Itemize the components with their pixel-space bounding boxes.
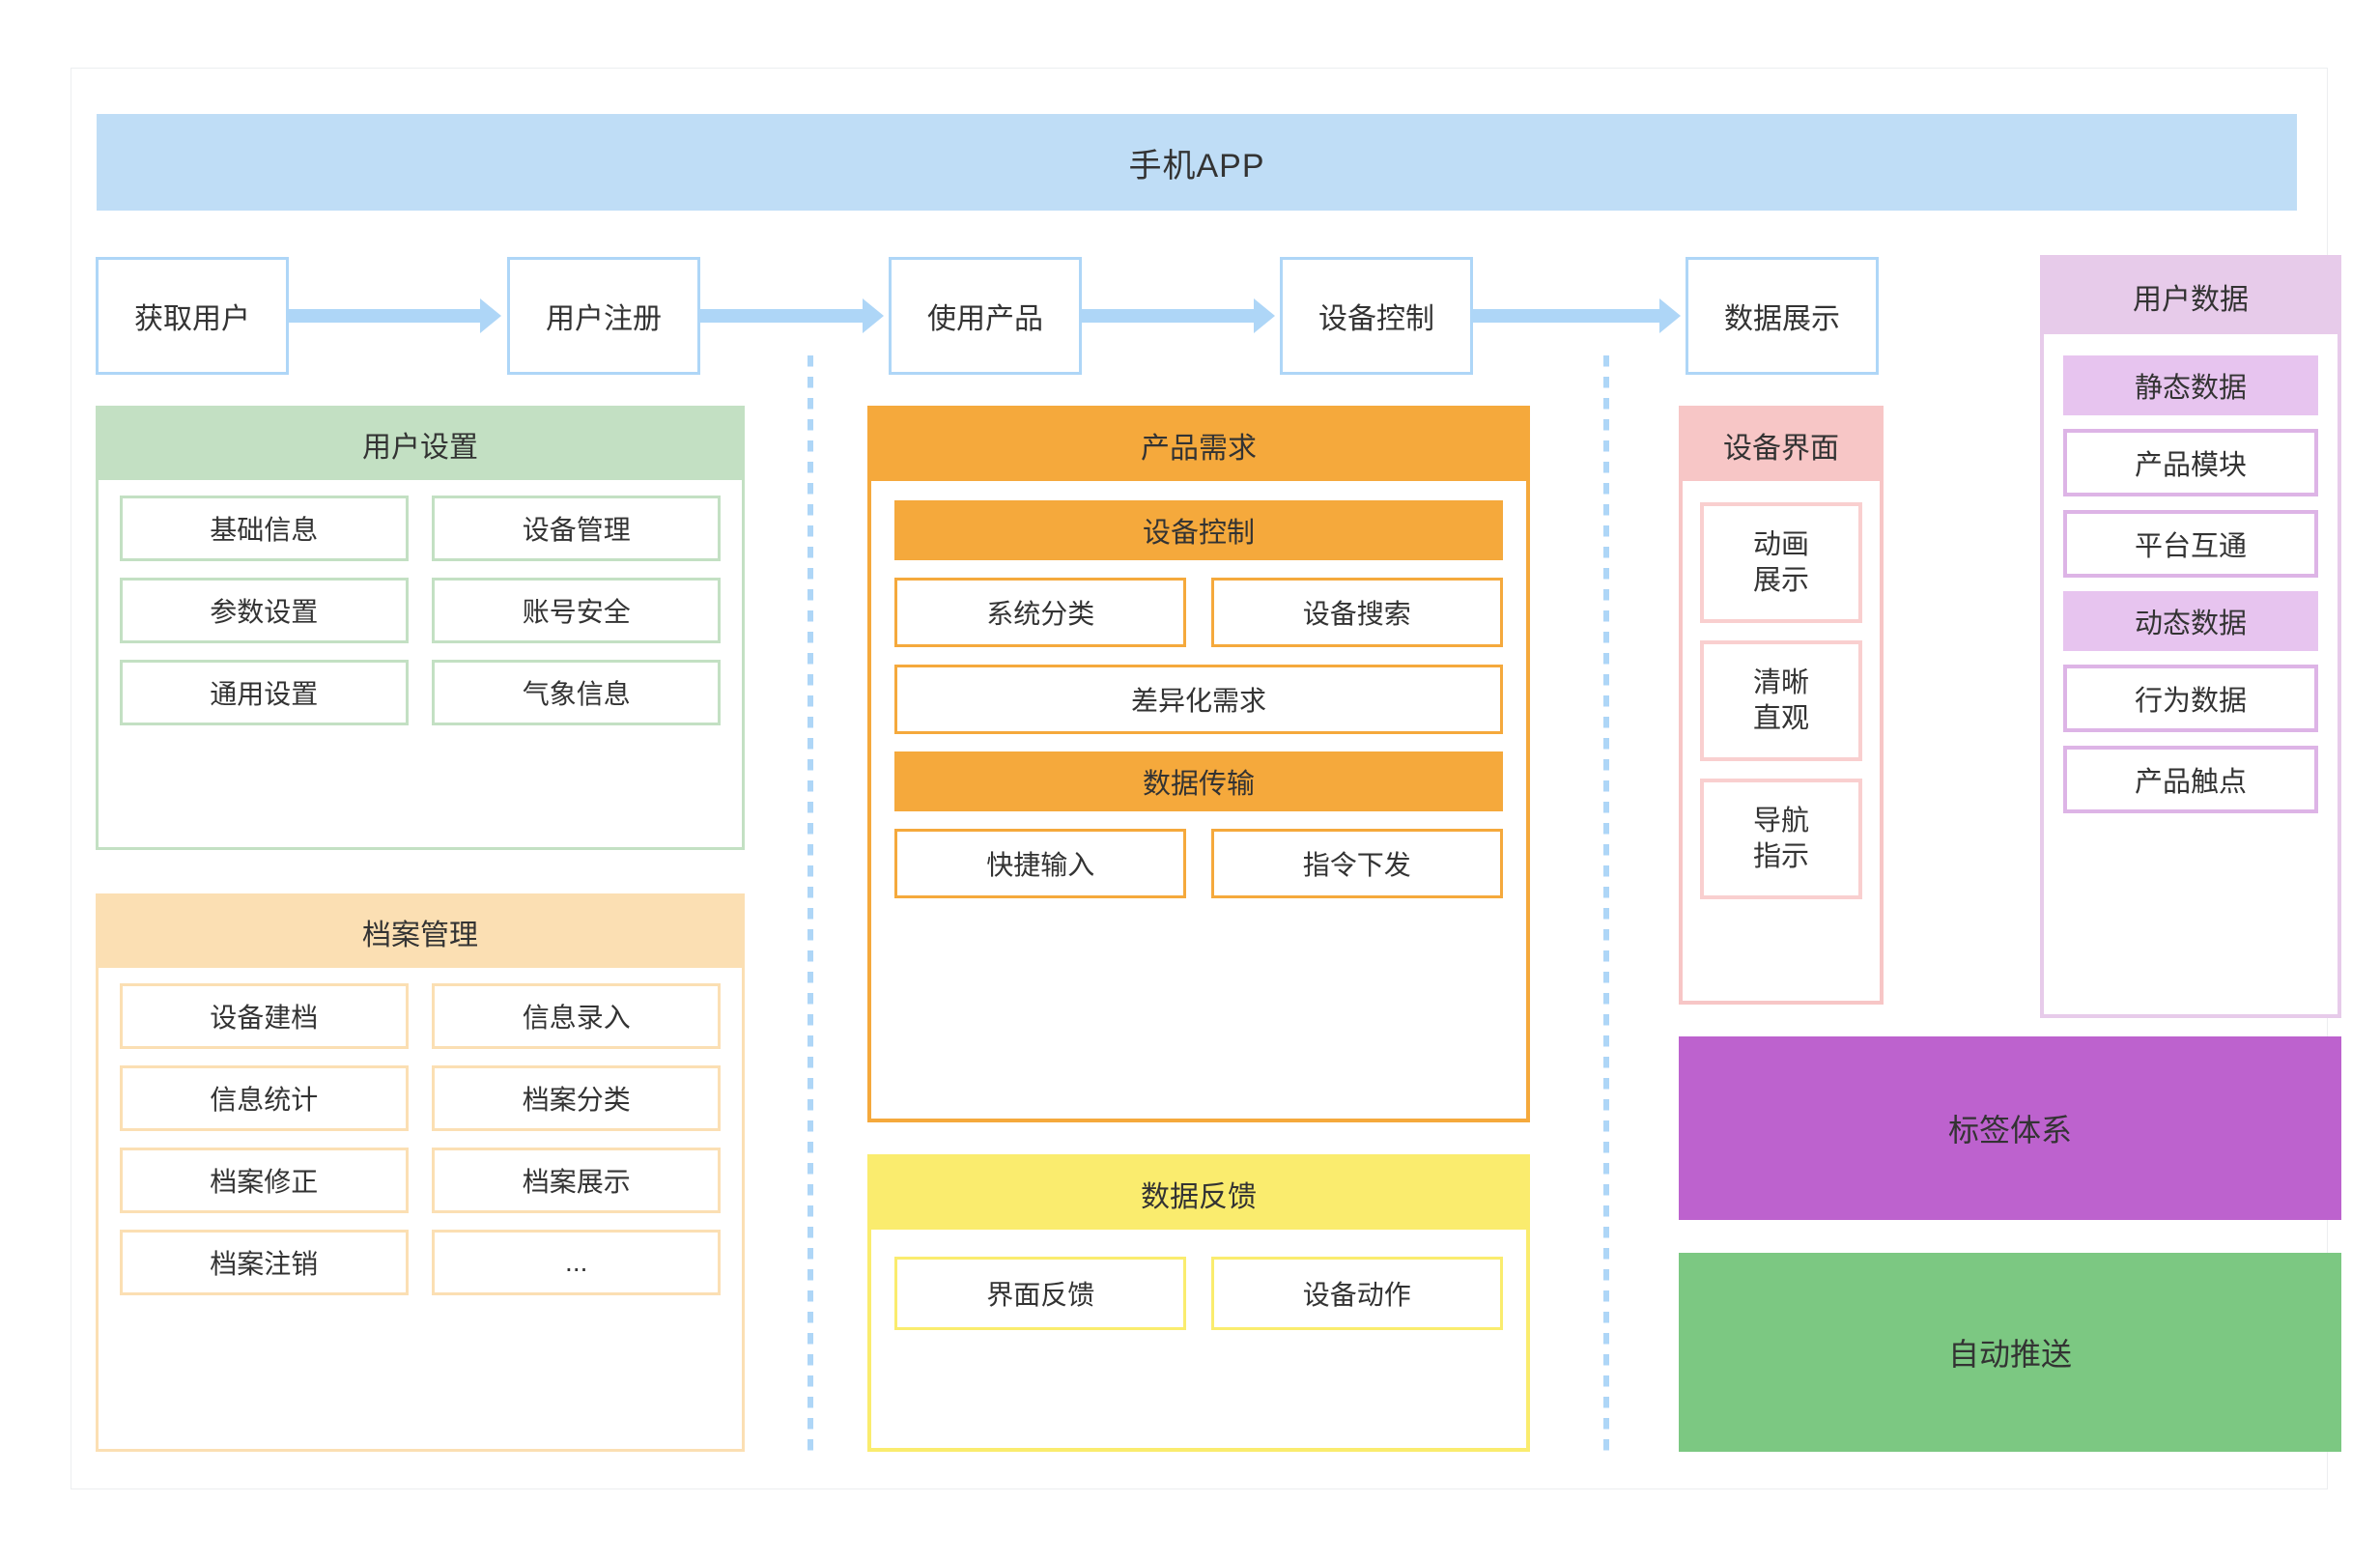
group-user-data: 用户数据 静态数据 产品模块 平台互通 动态数据 行为数据 产品触点 <box>2040 255 2341 1018</box>
subgroup-static-data-tag: 静态数据 <box>2063 355 2318 415</box>
group-product-demand-title: 产品需求 <box>1141 433 1257 465</box>
group-data-feedback: 数据反馈 界面反馈 设备动作 <box>867 1154 1530 1452</box>
group-user-settings: 用户设置 基础信息 设备管理 参数设置 账号安全 通用设置 气象信息 <box>96 406 745 850</box>
list-item[interactable]: 档案修正 <box>120 1148 409 1213</box>
list-item-more[interactable]: ... <box>432 1230 721 1295</box>
list-item[interactable]: 信息录入 <box>432 983 721 1049</box>
list-item-line2: 直观 <box>1752 702 1809 734</box>
group-user-data-title: 用户数据 <box>2133 284 2249 316</box>
list-item[interactable]: 账号安全 <box>432 578 721 643</box>
flow-step-device-control[interactable]: 设备控制 <box>1280 257 1473 375</box>
list-item[interactable]: 气象信息 <box>432 660 721 725</box>
list-item[interactable]: 动画 展示 <box>1700 502 1862 623</box>
subgroup-data-transfer-title: 数据传输 <box>894 751 1503 811</box>
list-item-line2: 指示 <box>1752 840 1809 872</box>
app-banner-label: 手机APP <box>1128 147 1265 184</box>
list-item[interactable]: 清晰 直观 <box>1700 640 1862 761</box>
list-item-line2: 展示 <box>1752 564 1809 596</box>
group-user-settings-title: 用户设置 <box>362 432 478 464</box>
list-item-line1: 导航 <box>1752 806 1809 837</box>
app-banner: 手机APP <box>97 114 2297 211</box>
flow-arrow-icon-3 <box>1082 298 1275 333</box>
list-item[interactable]: 设备管理 <box>432 496 721 561</box>
list-item[interactable]: 快捷输入 <box>894 829 1187 898</box>
list-item[interactable]: 基础信息 <box>120 496 409 561</box>
flow-step-use-product[interactable]: 使用产品 <box>889 257 1082 375</box>
list-item[interactable]: 界面反馈 <box>894 1257 1187 1330</box>
list-item[interactable]: 产品模块 <box>2063 429 2318 496</box>
column-divider-right <box>1603 355 1609 1452</box>
list-item[interactable]: 指令下发 <box>1210 829 1503 898</box>
list-item[interactable]: 档案注销 <box>120 1230 409 1295</box>
flow-arrow-icon-1 <box>289 298 501 333</box>
group-user-settings-body: 基础信息 设备管理 参数设置 账号安全 通用设置 气象信息 <box>99 480 742 847</box>
flow-step-user-register[interactable]: 用户注册 <box>507 257 700 375</box>
list-item[interactable]: 通用设置 <box>120 660 409 725</box>
group-device-interface: 设备界面 动画 展示 清晰 直观 导航 指示 <box>1679 406 1884 1005</box>
list-item[interactable]: 档案分类 <box>432 1065 721 1131</box>
flow-step-get-user[interactable]: 获取用户 <box>96 257 289 375</box>
list-item[interactable]: 差异化需求 <box>894 665 1503 734</box>
list-item[interactable]: 设备建档 <box>120 983 409 1049</box>
group-device-interface-title: 设备界面 <box>1723 433 1839 465</box>
column-divider-left <box>808 355 813 1452</box>
list-item-line1: 清晰 <box>1752 667 1809 699</box>
flow-step-data-display[interactable]: 数据展示 <box>1686 257 1879 375</box>
flow-arrow-icon-4 <box>1473 298 1681 333</box>
group-data-feedback-title: 数据反馈 <box>1141 1181 1257 1213</box>
subgroup-device-control-title: 设备控制 <box>894 500 1503 560</box>
group-user-data-body: 静态数据 产品模块 平台互通 动态数据 行为数据 产品触点 <box>2044 334 2338 1014</box>
group-product-demand: 产品需求 设备控制 系统分类 设备搜索 差异化需求 数据传输 快捷输入 指令下发 <box>867 406 1530 1122</box>
list-item[interactable]: 设备搜索 <box>1210 578 1503 647</box>
list-item[interactable]: 产品触点 <box>2063 746 2318 813</box>
group-product-demand-body: 设备控制 系统分类 设备搜索 差异化需求 数据传输 快捷输入 指令下发 <box>871 481 1526 1119</box>
block-auto-push[interactable]: 自动推送 <box>1679 1253 2341 1452</box>
group-data-feedback-body: 界面反馈 设备动作 <box>871 1230 1526 1448</box>
list-item[interactable]: 设备动作 <box>1210 1257 1503 1330</box>
group-archive-management-title: 档案管理 <box>362 920 478 951</box>
list-item[interactable]: 平台互通 <box>2063 510 2318 578</box>
list-item[interactable]: 导航 指示 <box>1700 779 1862 899</box>
list-item[interactable]: 参数设置 <box>120 578 409 643</box>
list-item-line1: 动画 <box>1752 529 1809 561</box>
list-item[interactable]: 行为数据 <box>2063 665 2318 732</box>
list-item[interactable]: 系统分类 <box>894 578 1187 647</box>
group-archive-management-body: 设备建档 信息录入 信息统计 档案分类 档案修正 档案展示 档案注销 ... <box>99 968 742 1449</box>
flow-arrow-icon-2 <box>700 298 884 333</box>
group-device-interface-body: 动画 展示 清晰 直观 导航 指示 <box>1683 481 1880 1001</box>
list-item[interactable]: 信息统计 <box>120 1065 409 1131</box>
group-archive-management: 档案管理 设备建档 信息录入 信息统计 档案分类 档案修正 档案展示 档案注销 … <box>96 893 745 1452</box>
list-item[interactable]: 档案展示 <box>432 1148 721 1213</box>
subgroup-dynamic-data-tag: 动态数据 <box>2063 591 2318 651</box>
block-tag-system[interactable]: 标签体系 <box>1679 1036 2341 1220</box>
